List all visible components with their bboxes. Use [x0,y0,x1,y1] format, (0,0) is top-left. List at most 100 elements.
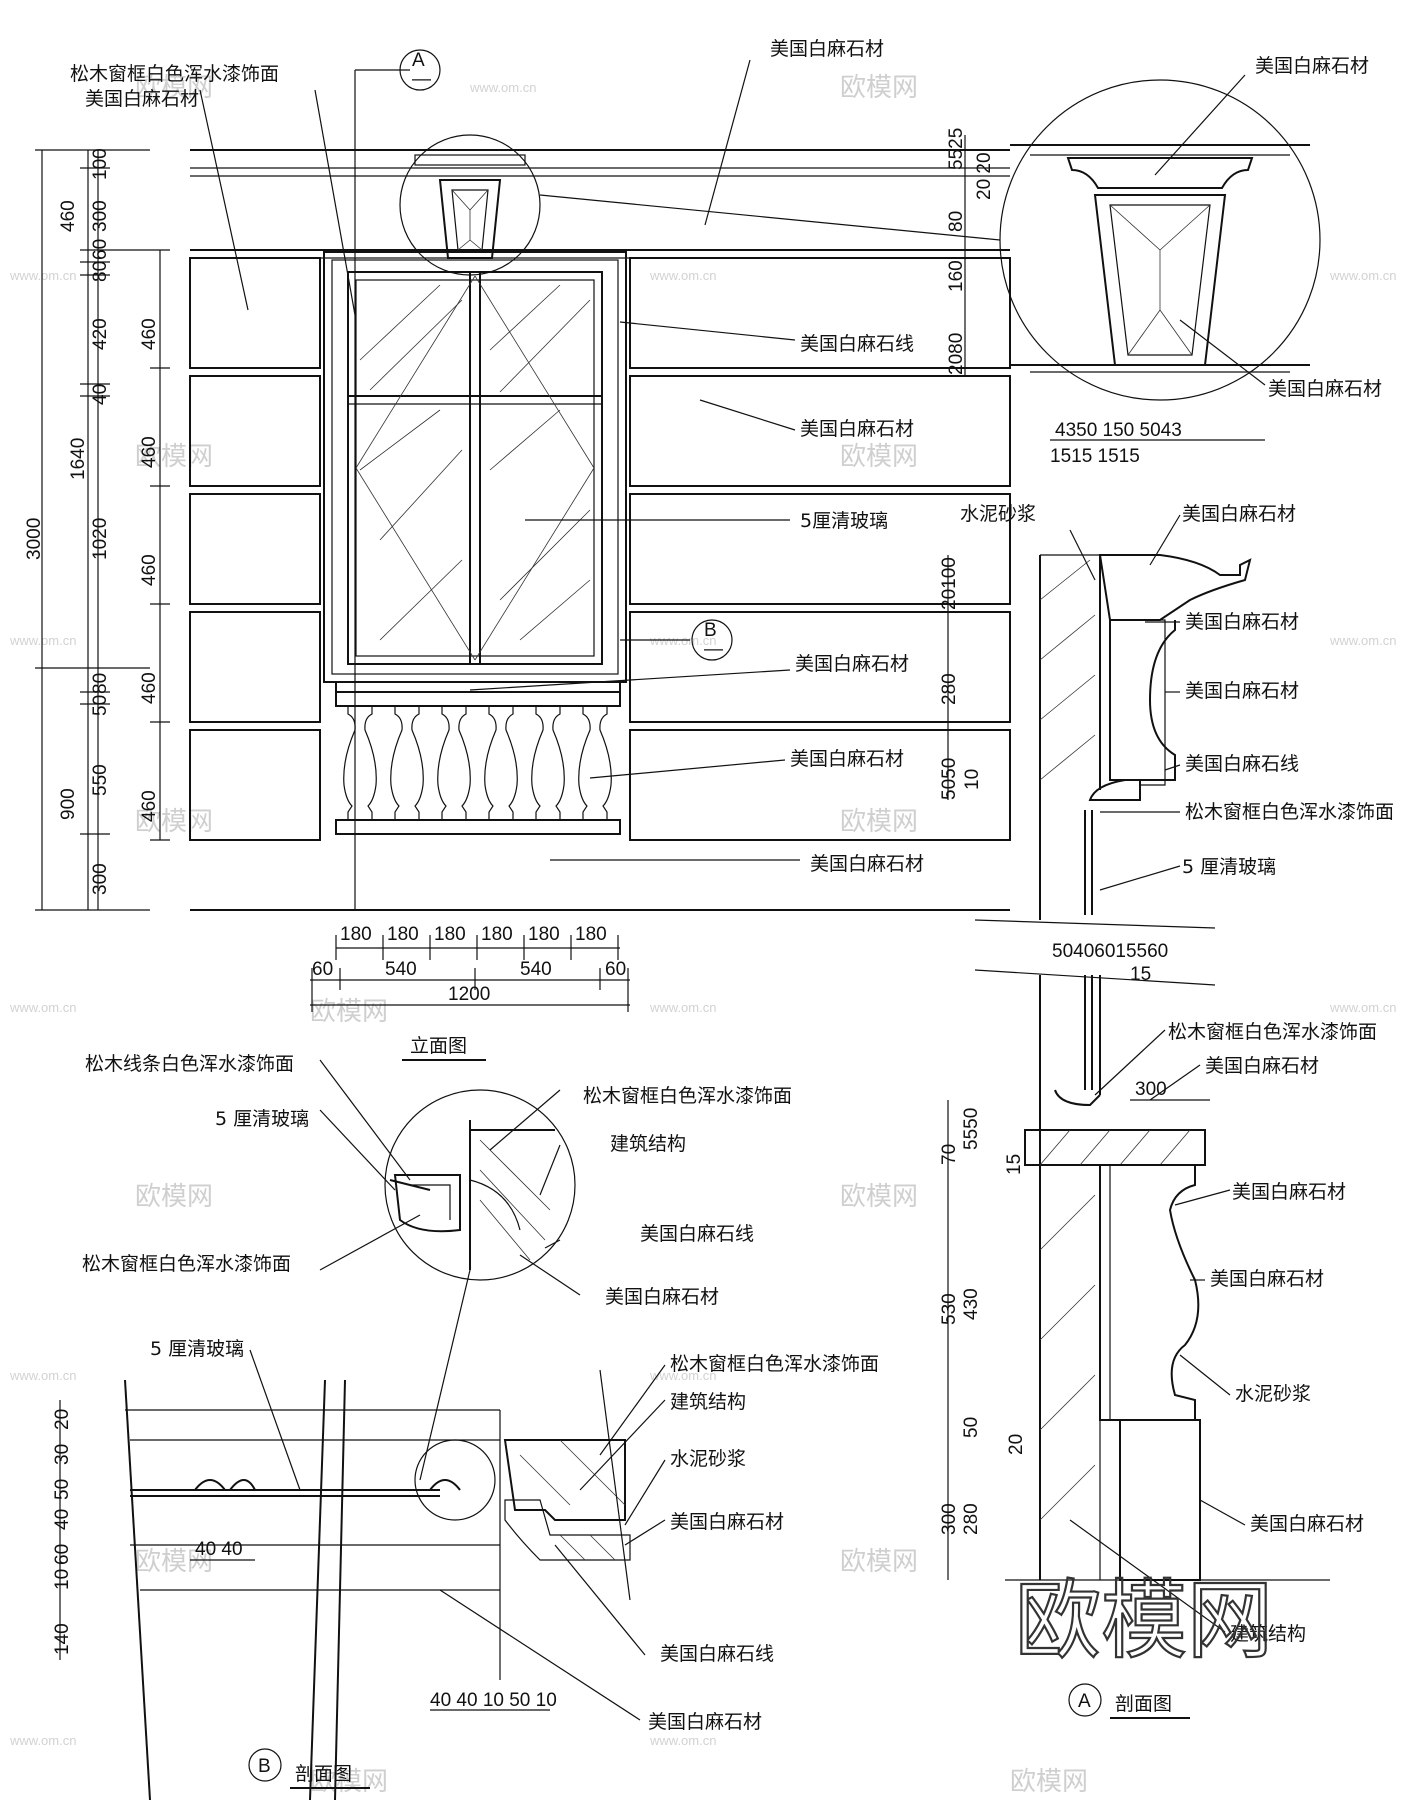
label-white-stone: 美国白麻石材 [1268,378,1382,400]
dim-detail-h: 4350 150 5043 [1055,420,1182,441]
dim-panel: 460 [139,436,160,468]
label-white-stone: 美国白麻石材 [770,38,884,60]
dim-value: 550 [90,764,111,796]
label-mortar: 水泥砂浆 [960,503,1036,525]
section-marker-b: B — [620,619,733,661]
watermark-text: 欧模网 [135,73,213,103]
watermark-site: www.om.cn [649,1368,716,1383]
dim-secA: 5050 [939,758,960,800]
watermark-text: 欧模网 [310,1767,388,1797]
watermark-logo: 欧模网 [1015,1571,1273,1671]
baluster [484,705,518,821]
watermark-site: www.om.cn [9,1368,76,1383]
section-b-leaders-top [319,1059,581,1296]
sill-hatch [1039,1129,1191,1166]
keystone [399,134,541,276]
section-a-marker: A [1078,1691,1091,1712]
watermark-site: www.om.cn [9,633,76,648]
section-a-leaders-top [1069,514,1181,891]
label-pine-frame: 松木窗框白色浑水漆饰面 [1185,801,1394,823]
dim-detail-h: 1515 1515 [1050,446,1140,467]
dim-secB: 30 [52,1444,73,1465]
label-white-stone: 美国白麻石材 [1210,1268,1324,1290]
dim-secB: 50 [52,1479,73,1500]
label-pine-frame: 松木窗框白色浑水漆饰面 [70,63,279,85]
dim-detail: 2080 [946,333,967,375]
dim-panel: 460 [139,318,160,350]
label-white-stone: 美国白麻石材 [1185,611,1299,633]
stone-panels-left [189,257,321,841]
window [323,251,627,693]
section-b: 松木线条白色浑水漆饰面 5 厘清玻璃 松木窗框白色浑水漆饰面 建筑结构 美国白麻… [52,1053,879,1800]
section-marker-a: A — [354,49,441,910]
dim-bottom: 60 [605,959,626,980]
label-white-stone: 美国白麻石材 [810,853,924,875]
label-glass: 5厘清玻璃 [800,510,888,532]
label-white-stone-line: 美国白麻石线 [660,1643,774,1665]
dim-value: 300 [90,863,111,895]
dim-secA: 5550 [961,1108,982,1150]
dim-panel: 460 [139,554,160,586]
watermark-text: 欧模网 [135,1547,213,1577]
dim-panel: 460 [139,790,160,822]
dim-value: 80 [90,261,111,282]
section-b-leaders-bottom [249,1349,666,1721]
baluster [578,705,612,821]
dim-secB: 40 [52,1509,73,1530]
label-pine-frame: 松木窗框白色浑水漆饰面 [583,1085,792,1107]
label-glass-spaced: 5 厘清玻璃 [150,1338,244,1360]
lower-wall-hatch [1039,1194,1096,1521]
dim-secA: 430 [961,1288,982,1320]
label-white-stone: 美国白麻石材 [1182,503,1296,525]
label-white-stone: 美国白麻石材 [800,418,914,440]
label-white-stone: 美国白麻石材 [1255,55,1369,77]
label-white-stone: 美国白麻石材 [795,653,909,675]
dim-secB: 10 [52,1569,73,1590]
label-structure: 建筑结构 [670,1391,746,1413]
label-white-stone: 美国白麻石材 [1185,680,1299,702]
dim-value: 80 [90,673,111,694]
dim-secB: 20 [52,1409,73,1430]
dim-value: 1020 [90,518,111,560]
section-b-title: 剖面图 [295,1763,352,1785]
watermark-text: 欧模网 [840,1547,918,1577]
dim-secA: 530 [939,1293,960,1325]
dim-bottom: 180 [575,924,607,945]
dim-value: 100 [90,148,111,180]
dim-secB: 60 [52,1544,73,1565]
watermark-text: 欧模网 [840,1182,918,1212]
dim-secA: 280 [939,673,960,705]
watermark-site: www.om.cn [9,1733,76,1748]
label-pine-frame: 松木窗框白色浑水漆饰面 [670,1353,879,1375]
dim-secB: 140 [52,1623,73,1655]
balustrade [335,691,621,835]
dim-bottom-total: 1200 [448,984,490,1005]
label-white-stone: 美国白麻石材 [85,88,199,110]
dim-bottom: 540 [385,959,417,980]
section-a-title: 剖面图 [1115,1693,1172,1715]
label-white-stone-line: 美国白麻石线 [1185,753,1299,775]
label-white-stone-line: 美国白麻石线 [800,333,914,355]
label-white-stone: 美国白麻石材 [790,748,904,770]
label-mortar: 水泥砂浆 [1235,1383,1311,1405]
dim-top-460: 460 [58,200,79,232]
keystone-detail: 美国白麻石材 美国白麻石材 5525 20 20 80 160 2080 435… [539,55,1382,467]
wall-hatch [1039,559,1096,781]
dim-secA: 10 [962,769,983,790]
label-white-stone: 美国白麻石材 [1232,1181,1346,1203]
dim-secA: 70 [939,1144,960,1165]
dim-detail: 20 20 [974,152,995,200]
marker-dash: — [704,639,723,660]
dim-secA-mid2: 15 [1130,964,1151,985]
watermark-text: 欧模网 [1010,1767,1088,1797]
dim-detail: 160 [946,260,967,292]
dim-secA: 20100 [939,557,960,610]
dim-panel: 460 [139,672,160,704]
dim-secB-40: 40 40 [195,1539,243,1560]
watermark-site: www.om.cn [469,80,536,95]
watermark-site: www.om.cn [649,1000,716,1015]
label-glass-spaced: 5 厘清玻璃 [215,1108,309,1130]
label-mortar: 水泥砂浆 [670,1448,746,1470]
baluster [390,705,424,821]
